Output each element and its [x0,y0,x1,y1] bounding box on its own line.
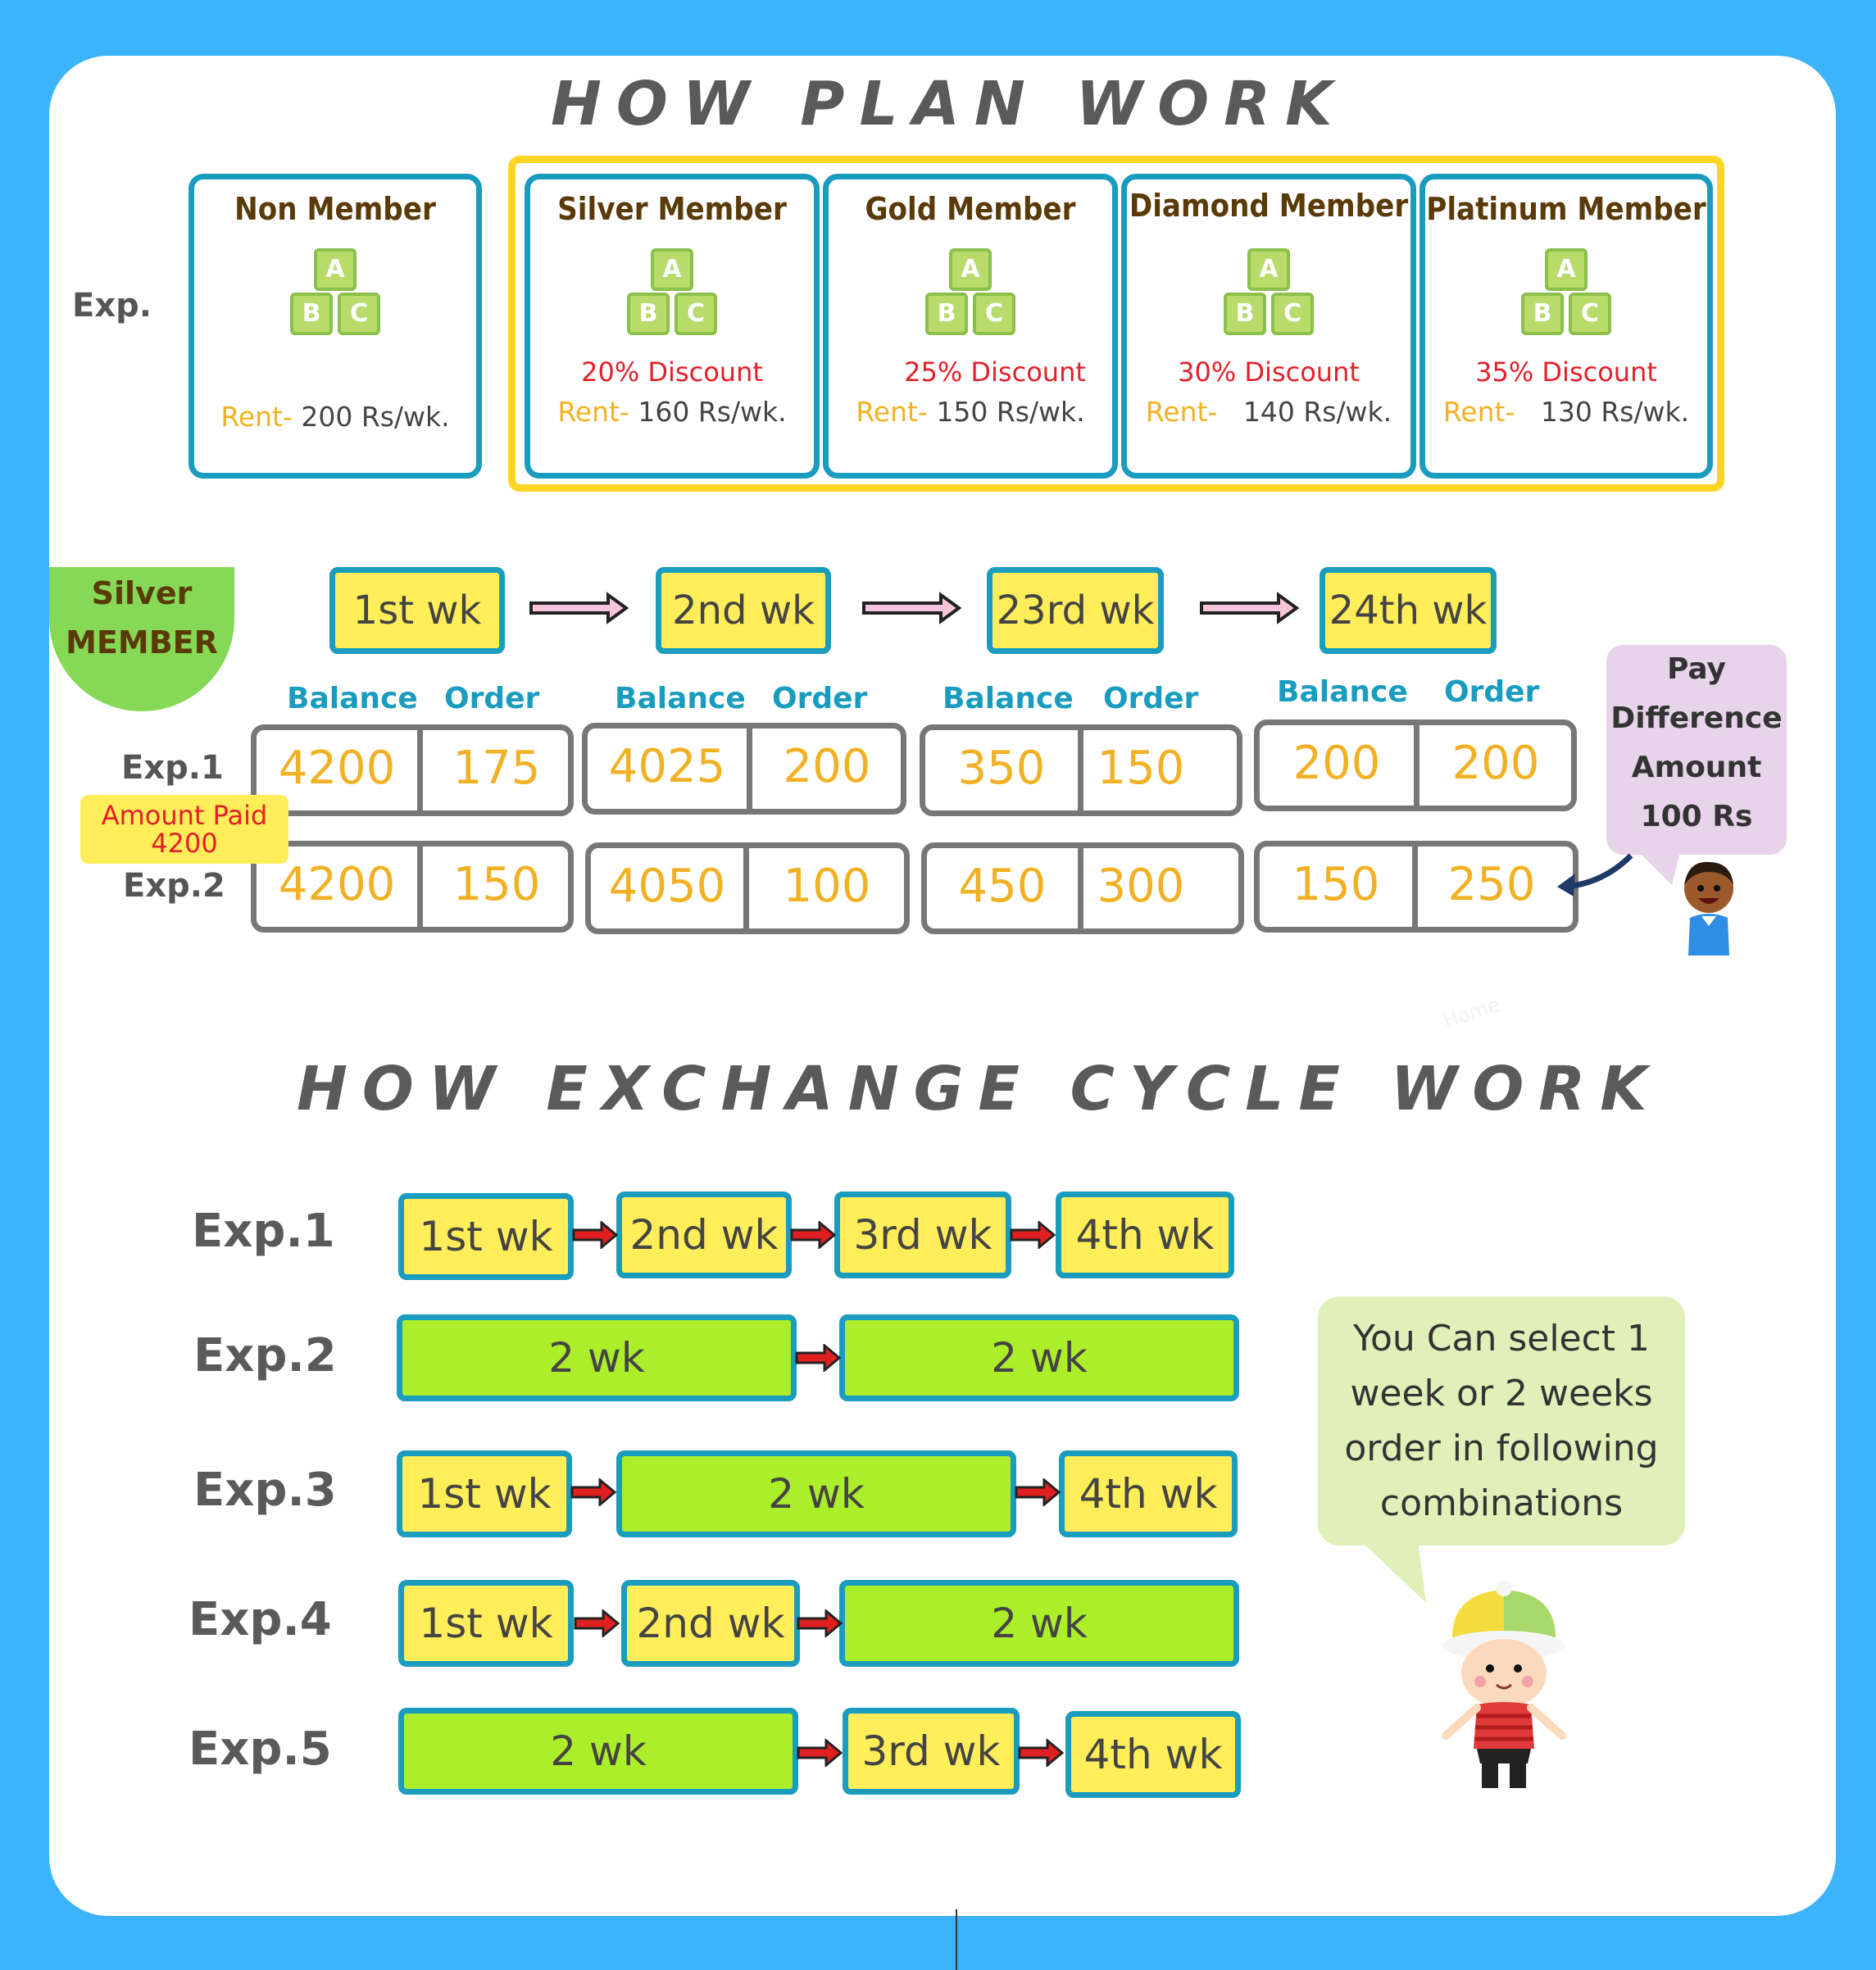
exchange-exp-label: Exp.4 [189,1593,332,1646]
abc-blocks-icon: A B C [624,245,720,343]
week-block: 4th wk [1059,1450,1238,1537]
week-block: 4th wk [1065,1711,1241,1798]
red-arrow-icon [570,1478,616,1506]
balance-order-pair: 150 250 [1254,841,1578,933]
boy-icon [1684,861,1733,955]
plan-exp-label: Exp. [72,287,152,325]
rent-text: Rent- 160 Rs/wk. [557,396,787,428]
card-title: Diamond Member [1129,188,1409,224]
order-header: Order [444,682,540,715]
abc-blocks-icon: A B C [1518,245,1615,343]
week-box: 2nd wk [656,567,831,654]
exchange-exp-label: Exp.2 [193,1329,337,1382]
exchange-title: HOW EXCHANGE CYCLE WORK [297,1054,1662,1124]
red-arrow-icon [574,1609,620,1637]
card-title: Silver Member [557,191,787,227]
red-arrow-icon [797,1609,843,1637]
pay-difference-bubble: Pay Difference Amount 100 Rs [1606,645,1787,855]
exchange-exp-label: Exp.1 [192,1205,335,1258]
week-box: 23rd wk [987,567,1164,654]
discount-text: 30% Discount [1178,356,1360,388]
card-gold-member: Gold Member A B C 25% Discount Rent- 150… [823,174,1118,479]
rent-text: Rent- 130 Rs/wk. [1442,396,1690,428]
abc-blocks-icon: A B C [287,245,384,343]
week-box: 24th wk [1320,567,1497,654]
bubble-tail [1360,1541,1426,1603]
red-arrow-icon [797,1739,843,1767]
exp2-label: Exp.2 [123,867,225,905]
discount-text: 25% Discount [904,356,1086,388]
two-week-block: 2 wk [839,1580,1239,1667]
balance-order-pair: 4025 200 [582,723,906,815]
balance-header: Balance [615,682,746,715]
week-box: 1st wk [329,567,505,654]
rent-text: Rent- 200 Rs/wk. [220,401,450,433]
red-arrow-icon [572,1221,618,1249]
balance-order-pair: 200 200 [1254,719,1577,811]
silver-member-badge: Silver MEMBER [49,567,234,711]
two-week-block: 2 wk [616,1450,1016,1537]
order-header: Order [772,682,868,715]
balance-header: Balance [943,682,1074,715]
balance-order-pair: 350 150 [920,724,1242,816]
bottom-divider [956,1909,957,1970]
week-block: 2nd wk [621,1580,800,1667]
red-arrow-icon [1010,1221,1056,1249]
week-block: 3rd wk [843,1708,1020,1795]
discount-text: 35% Discount [1475,356,1657,388]
two-week-block: 2 wk [839,1314,1239,1401]
balance-order-pair: 4200 150 [251,841,574,933]
week-block: 1st wk [398,1580,574,1667]
combinations-bubble: You Can select 1 week or 2 weeks order i… [1318,1296,1685,1546]
week-block: 1st wk [397,1450,572,1537]
two-week-block: 2 wk [397,1314,797,1401]
balance-header: Balance [287,682,418,715]
card-title: Platinum Member [1426,191,1706,227]
red-arrow-icon [1018,1739,1064,1767]
arrow-right-icon [862,592,962,624]
exchange-exp-label: Exp.3 [193,1464,337,1517]
order-header: Order [1103,682,1199,715]
balance-order-pair: 4050 100 [585,842,910,934]
week-block: 4th wk [1056,1192,1234,1278]
exchange-exp-label: Exp.5 [189,1723,332,1776]
abc-blocks-icon: A B C [922,245,1019,343]
red-arrow-icon [795,1344,841,1372]
abc-blocks-icon: A B C [1220,245,1317,343]
two-week-block: 2 wk [398,1708,798,1795]
card-non-member: Non Member A B C Rent- 200 Rs/wk. [189,174,482,479]
week-block: 2nd wk [616,1192,792,1278]
plan-title: HOW PLAN WORK [551,69,1347,139]
curved-arrow-icon [1557,853,1633,896]
balance-order-pair: 4200 175 [251,724,574,816]
week-block: 1st wk [398,1193,574,1280]
card-silver-member: Silver Member A B C 20% Discount Rent- 1… [525,174,820,479]
rent-text: Rent- 150 Rs/wk. [856,396,1085,428]
red-arrow-icon [790,1221,836,1249]
exp1-label: Exp.1 [121,749,224,787]
arrow-right-icon [1200,592,1300,624]
card-platinum-member: Platinum Member A B C 35% Discount Rent-… [1419,174,1713,479]
rent-text: Rent- 140 Rs/wk. [1145,396,1392,428]
red-arrow-icon [1015,1478,1061,1506]
balance-order-pair: 450 300 [921,842,1244,934]
card-diamond-member: Diamond Member A B C 30% Discount Rent- … [1121,174,1416,479]
week-block: 3rd wk [834,1192,1011,1278]
balance-header: Balance [1277,675,1408,709]
kid-icon [1442,1580,1566,1788]
card-title: Non Member [234,191,436,227]
card-title: Gold Member [865,191,1076,227]
order-header: Order [1444,675,1540,709]
member-group-frame [508,156,1724,492]
bubble-tail [1639,852,1680,885]
arrow-right-icon [529,592,629,624]
amount-paid-tag: Amount Paid 4200 [80,795,288,864]
discount-text: 20% Discount [581,356,763,388]
